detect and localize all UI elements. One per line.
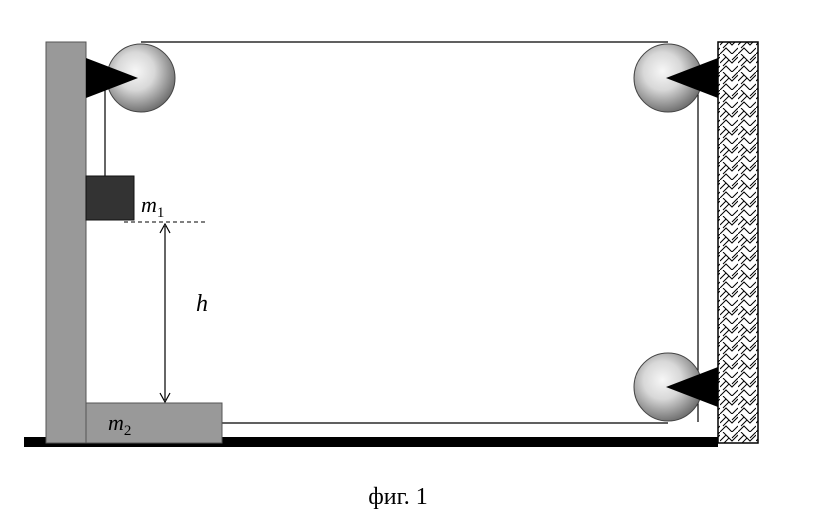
figure-caption: фиг. 1 [368,484,428,510]
mass-1-subscript: 1 [157,205,165,221]
pulley-top-left [86,43,176,113]
height-arrow [159,222,171,404]
mass-1-label: m1 [141,192,164,221]
pulley-top-right [633,43,718,113]
triangle-bracket-icon [666,58,718,98]
mass-1-block [85,175,135,221]
triangle-bracket-icon [666,367,718,407]
hatched-wall-icon [717,41,759,444]
floor [24,437,718,447]
mass-2-subscript: 2 [124,423,132,439]
pulley-bottom-right [633,352,718,422]
height-label: h [196,291,208,317]
string [104,41,699,424]
stand [45,41,223,444]
triangle-bracket-icon [86,58,138,98]
mass-2-label: m2 [108,410,131,439]
